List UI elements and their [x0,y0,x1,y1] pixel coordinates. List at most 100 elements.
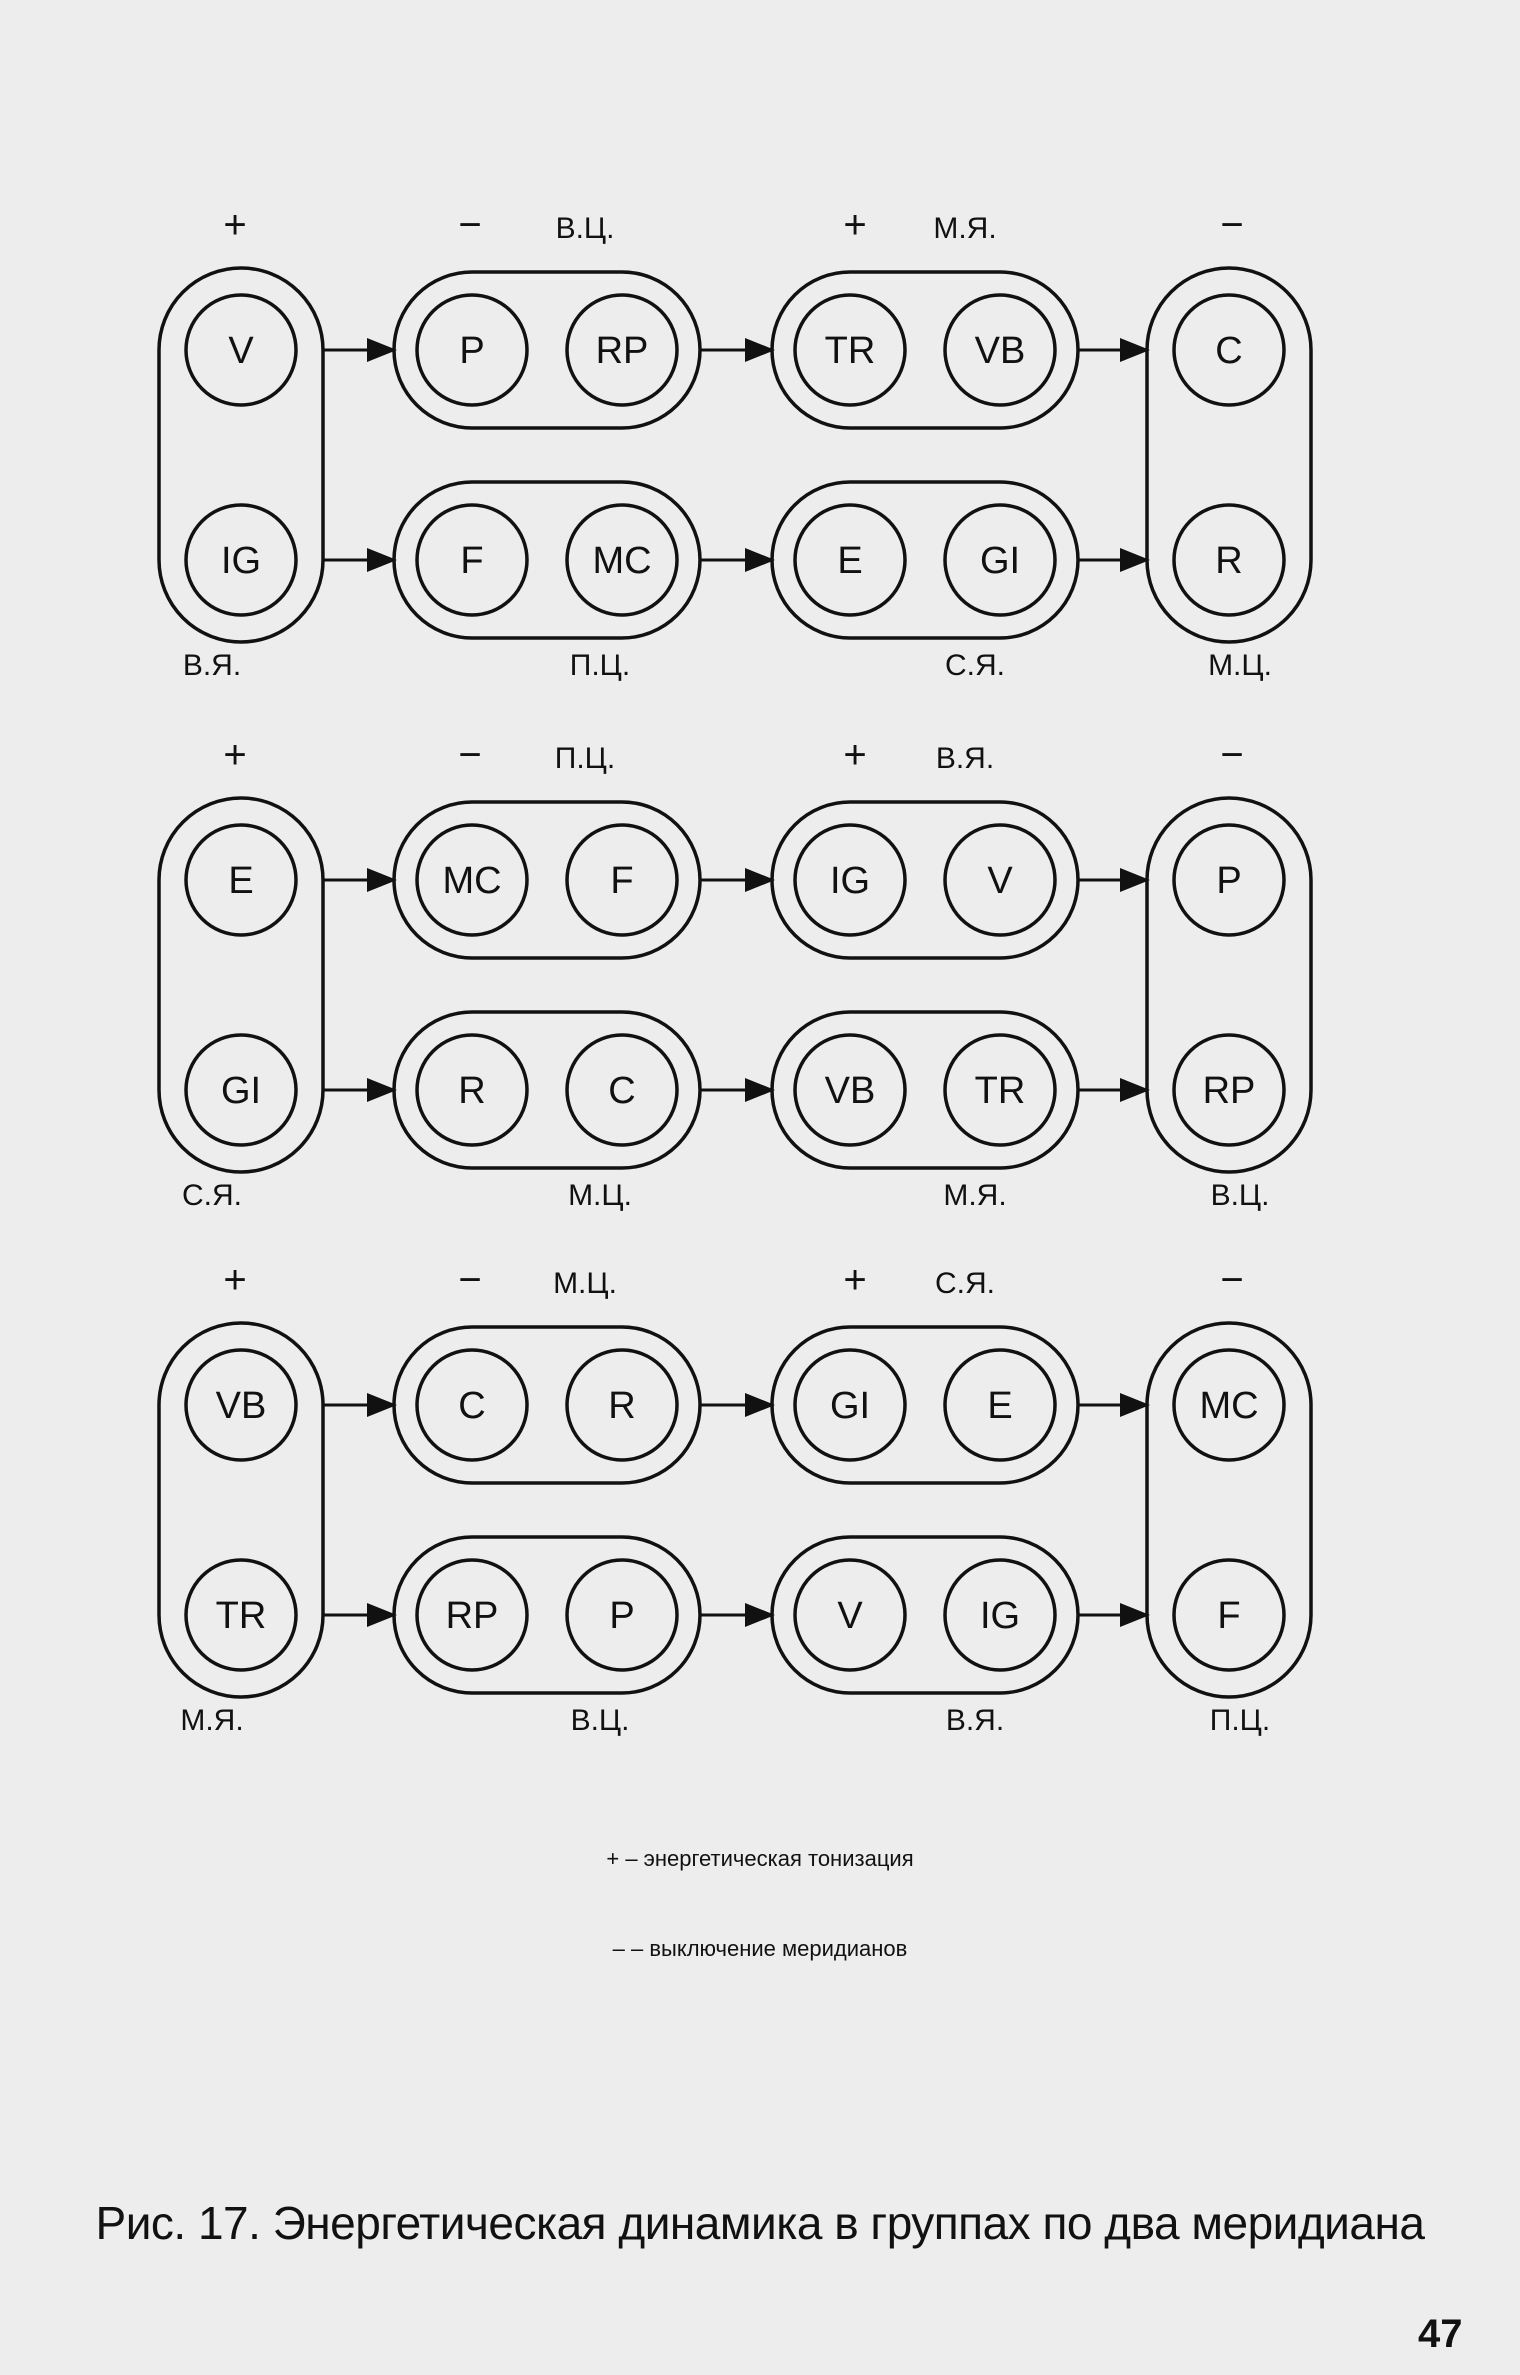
group-1-node-gi-label: GI [980,540,1020,582]
group-1-column-1 [157,266,325,644]
group-3-node-f-label: F [1217,1595,1240,1637]
group-2-top-label-2: П.Ц. [555,742,615,775]
group-2-node-rp-label: RP [1203,1070,1256,1112]
group-3-node-gi-label: GI [830,1385,870,1427]
group-2-node-mc-circle [415,823,529,937]
group-3-sign-1: + [223,1258,246,1302]
group-2-bottom-label-2: М.Ц. [568,1179,632,1212]
group-2-node-tr-label: TR [975,1070,1026,1112]
group-2-node-mc-label: MC [442,860,501,902]
group-1-node-p-label: P [459,330,484,372]
group-1-node-rp-label: RP [596,330,649,372]
group-2-node-gi-circle [184,1033,298,1147]
group-3-bottom-label-4: П.Ц. [1210,1704,1270,1737]
group-3-node-e-circle [943,1348,1057,1462]
group-1-sign-2: − [458,203,481,247]
group-2-pair-3-1 [770,800,1080,960]
group-3-node-ig-circle [943,1558,1057,1672]
group-3-node-ig-label: IG [980,1595,1020,1637]
group-2-node-c-circle [565,1033,679,1147]
group-1-node-v-circle [184,293,298,407]
group-3-node-c-label: C [458,1385,485,1427]
group-2-pair-2-2 [392,1010,702,1170]
group-1-node-mc-circle [565,503,679,617]
group-3-node-rp-label: RP [446,1595,499,1637]
group-3-node-tr-label: TR [216,1595,267,1637]
group-3-column-1 [157,1321,325,1699]
group-1-node-vb-label: VB [975,330,1026,372]
group-2-node-rp-circle [1172,1033,1286,1147]
group-2-node-c-label: C [608,1070,635,1112]
group-3-pair-2-1 [392,1325,702,1485]
group-2-sign-1: + [223,733,246,777]
legend-plus: + – энергетическая тонизация [606,1846,914,1871]
group-1-node-mc-label: MC [592,540,651,582]
group-2-column-1 [157,796,325,1174]
group-3-sign-2: − [458,1258,481,1302]
group-1-sign-1: + [223,203,246,247]
group-2-node-f-label: F [610,860,633,902]
group-1-sign-3: + [843,203,866,247]
group-3-pair-3-2 [770,1535,1080,1695]
group-1-node-c-label: C [1215,330,1242,372]
group-2-node-p-label: P [1216,860,1241,902]
group-1-node-gi-circle [943,503,1057,617]
group-3-node-v-label: V [837,1595,863,1637]
group-3-node-e-label: E [987,1385,1012,1427]
group-1-bottom-label-3: С.Я. [945,649,1005,682]
group-3-node-vb-circle [184,1348,298,1462]
group-1-pair-3-1 [770,270,1080,430]
group-2-node-v-label: V [987,860,1013,902]
group-2-sign-2: − [458,733,481,777]
group-3-node-c-circle [415,1348,529,1462]
group-3-node-p-label: P [609,1595,634,1637]
group-3-column-4 [1145,1321,1313,1699]
group-3-node-v-circle [793,1558,907,1672]
group-3-node-r-label: R [608,1385,635,1427]
group-2-node-r-label: R [458,1070,485,1112]
group-3-node-mc-circle [1172,1348,1286,1462]
group-3-bottom-label-3: В.Я. [946,1704,1004,1737]
group-3-node-f-circle [1172,1558,1286,1672]
group-1-node-rp-circle [565,293,679,407]
group-1-node-ig-label: IG [221,540,261,582]
group-2-node-gi-label: GI [221,1070,261,1112]
group-2-node-ig-label: IG [830,860,870,902]
group-3-bottom-label-1: М.Я. [180,1704,243,1737]
group-1-node-vb-circle [943,293,1057,407]
group-2-node-vb-label: VB [825,1070,876,1112]
group-2-node-f-circle [565,823,679,937]
group-1-bottom-label-1: В.Я. [183,649,241,682]
group-2-node-e-circle [184,823,298,937]
group-1-column-4 [1145,266,1313,644]
group-3-pair-2-2 [392,1535,702,1695]
group-1-pair-3-2 [770,480,1080,640]
group-1-top-label-3: М.Я. [933,212,996,245]
group-1-node-v-label: V [228,330,254,372]
figure-caption: Рис. 17. Энергетическая динамика в групп… [95,2197,1425,2249]
group-2-pair-2-1 [392,800,702,960]
group-1-node-r-circle [1172,503,1286,617]
group-1-node-ig-circle [184,503,298,617]
group-2-bottom-label-3: М.Я. [943,1179,1006,1212]
group-2-bottom-label-1: С.Я. [182,1179,242,1212]
legend-minus: – – выключение меридианов [612,1936,908,1961]
group-1-node-f-circle [415,503,529,617]
group-1-node-p-circle [415,293,529,407]
group-2-sign-4: − [1220,733,1243,777]
group-1-node-f-label: F [460,540,483,582]
group-2-node-p-circle [1172,823,1286,937]
group-2-node-tr-circle [943,1033,1057,1147]
group-2-node-r-circle [415,1033,529,1147]
group-2-node-v-circle [943,823,1057,937]
group-1-node-r-label: R [1215,540,1242,582]
group-3-bottom-label-2: В.Ц. [571,1704,630,1737]
page-number: 47 [1418,2312,1463,2356]
group-3-node-gi-circle [793,1348,907,1462]
group-3-node-p-circle [565,1558,679,1672]
group-2-node-ig-circle [793,823,907,937]
group-1-node-e-label: E [837,540,862,582]
group-2-node-e-label: E [228,860,253,902]
group-1-node-c-circle [1172,293,1286,407]
